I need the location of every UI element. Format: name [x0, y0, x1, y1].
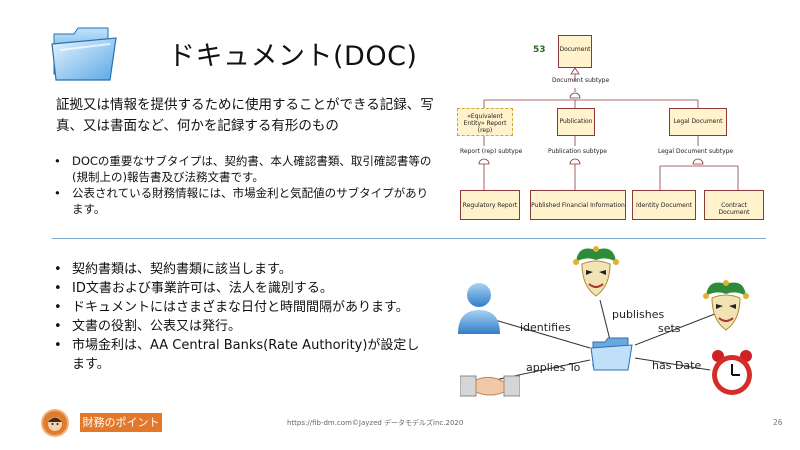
uml-link-legal-document-subtype: Legal Document subtype [658, 148, 734, 155]
uml-node-legal-document: Legal Document [669, 108, 727, 136]
uml-node-published-financial-information: Published Financial Information [530, 190, 626, 220]
uml-node-regulatory-report: Regulatory Report [460, 190, 520, 220]
edge-label-applies-to: applies To [526, 361, 581, 374]
jester-mask-icon [702, 276, 750, 334]
graph-edges [494, 299, 726, 381]
folder-icon [50, 22, 120, 84]
definition-text: 証拠又は情報を提供するために使用することができる記録、写真、又は書面など、何かを… [56, 97, 434, 134]
uml-connectors [478, 67, 739, 190]
edge-label-sets: sets [658, 322, 681, 335]
uml-node-publication: Publication [557, 108, 595, 136]
folder-icon [590, 336, 634, 372]
alarm-clock-icon [708, 348, 756, 398]
list-item: 公表されている財務情報には、市場金利と気配値のサブタイプがあります。 [52, 185, 432, 217]
list-item: ID文書および事業許可は、法人を識別する。 [52, 279, 432, 298]
uml-id-number: 53 [533, 45, 546, 55]
uml-node-contract-document: Contract Document [704, 190, 764, 220]
uml-link-publication-subtype: Publication subtype [548, 148, 607, 155]
uml-node-report: «Equivalent Entity» Report (rep) [457, 108, 513, 136]
uml-diagram: 53 Document Document subtype «Equivalent… [440, 30, 770, 230]
uml-link-report-subtype: Report (rep) subtype [460, 148, 523, 155]
list-item: 文書の役割、公表又は発行。 [52, 317, 432, 336]
bottom-bullet-list: 契約書類は、契約書類に該当します。 ID文書および事業許可は、法人を識別する。 … [52, 260, 432, 374]
user-icon [454, 280, 504, 335]
edge-label-has-date: has Date [652, 359, 702, 372]
edge-label-publishes: publishes [612, 308, 665, 321]
page-number: 26 [773, 418, 783, 427]
avatar-icon [43, 411, 67, 435]
uml-node-document: Document [558, 35, 592, 68]
footer-credit: https://fib-dm.com©Jayzed データモデルズinc.202… [287, 419, 464, 427]
list-item: ドキュメントにはさまざまな日付と時間間隔があります。 [52, 298, 432, 317]
jester-mask-icon [572, 242, 620, 300]
list-item: 契約書類は、契約書類に該当します。 [52, 260, 432, 279]
concept-graph: identifies publishes sets applies To has… [440, 240, 780, 410]
footer-badge: 財務のポイント [80, 413, 162, 432]
handshake-icon [459, 368, 521, 402]
uml-node-identity-document: Identity Document [632, 190, 696, 220]
slide-title: ドキュメント(DOC) [168, 41, 418, 72]
edge-label-identifies: identifies [520, 321, 571, 334]
uml-link-document-subtype: Document subtype [552, 77, 610, 84]
top-bullet-list: DOCの重要なサブタイプは、契約書、本人確認書類、取引確認書等の(規制上の)報告… [52, 153, 432, 217]
divider [52, 238, 766, 239]
list-item: 市場金利は、AA Central Banks(Rate Authority)が設… [52, 336, 432, 374]
list-item: DOCの重要なサブタイプは、契約書、本人確認書類、取引確認書等の(規制上の)報告… [52, 153, 432, 185]
